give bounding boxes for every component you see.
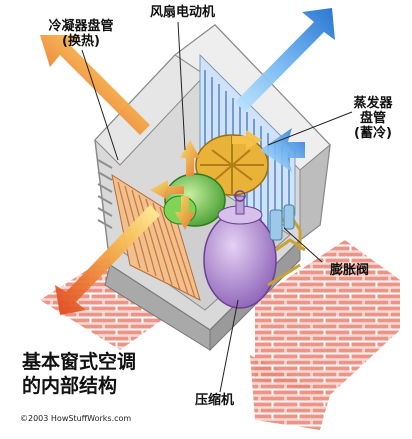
copyright-notice: ©2003 HowStuffWorks.com	[20, 414, 132, 423]
hot-air-inflow-arrow	[40, 35, 150, 135]
evaporator-coil-note: (蓄冷)	[354, 126, 392, 141]
internal-airflow-arrow-right	[232, 130, 262, 150]
diagram-title-line2: 的内部结构	[22, 375, 118, 397]
condenser-coil-note: (换热)	[62, 34, 100, 49]
diagram-title-line1: 基本窗式空调	[22, 351, 137, 373]
fan-motor-label: 风扇电动机	[150, 5, 216, 20]
internal-airflow-arrow-down	[175, 196, 195, 230]
evaporator-coil-label: 蒸发器 盘管 (蓄冷)	[338, 96, 408, 141]
expansion-valve-graphic	[269, 204, 295, 241]
evaporator-coil-name-line1: 蒸发器	[353, 96, 393, 111]
leader-lines	[81, 21, 353, 393]
diagram-title: 基本窗式空调 的内部结构	[22, 350, 136, 398]
compressor-graphic	[203, 190, 277, 309]
internal-airflow-arrow-left	[150, 180, 184, 200]
airflow-arrows	[40, 8, 335, 315]
condenser-coil-name: 冷凝器盘管	[48, 19, 114, 34]
evaporator-coil-name-line2: 盘管	[359, 111, 386, 126]
room-air-inflow-arrow	[260, 128, 305, 172]
compressor-label: 压缩机	[195, 393, 235, 408]
cold-air-outflow-arrow	[235, 8, 335, 112]
expansion-valve-label: 膨胀阀	[330, 263, 370, 278]
condenser-coil-label: 冷凝器盘管 (换热)	[36, 19, 126, 49]
hot-air-exhaust-arrow	[55, 205, 160, 315]
